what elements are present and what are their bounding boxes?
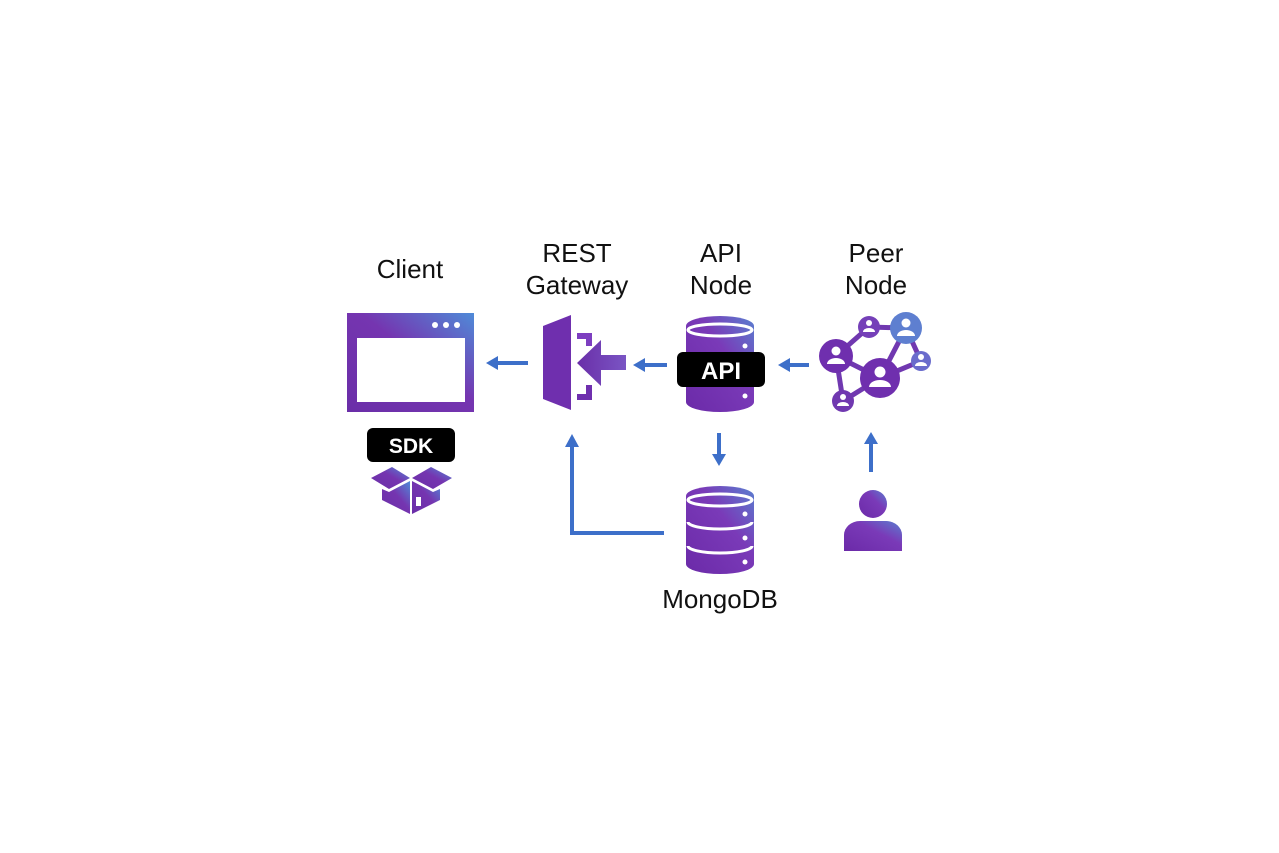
rest-gateway-node: REST Gateway	[526, 238, 629, 410]
peer-node: Peer Node	[819, 238, 931, 412]
arrow-mongodb-to-gateway	[565, 434, 664, 535]
sdk-badge-text: SDK	[389, 435, 433, 458]
rest-gateway-label-line1: REST	[542, 238, 611, 268]
api-node-label-line1: API	[700, 238, 742, 268]
peer-person-small-top	[858, 316, 880, 338]
api-badge-text: API	[701, 358, 741, 385]
mongodb-database-icon	[686, 486, 754, 574]
peer-person-small-bottom	[832, 390, 854, 412]
user-icon	[844, 490, 902, 551]
peer-person-small-right	[911, 351, 931, 371]
sdk-badge: SDK	[367, 428, 455, 462]
peer-person-large-center	[860, 358, 900, 398]
arrow-peer-to-api	[778, 358, 809, 372]
peer-person-large-top-right	[890, 312, 922, 344]
api-node-label-line2: Node	[690, 270, 752, 300]
arrow-api-to-mongodb	[712, 433, 726, 466]
arrow-user-to-peer	[864, 432, 878, 472]
browser-window-icon	[347, 313, 474, 412]
api-badge: API	[677, 352, 765, 387]
gateway-entry-icon	[543, 315, 626, 410]
peer-person-large-left	[819, 339, 853, 373]
rest-gateway-label-line2: Gateway	[526, 270, 629, 300]
peer-network-icon	[819, 312, 931, 412]
peer-node-label-line2: Node	[845, 270, 907, 300]
mongodb-label: MongoDB	[662, 584, 778, 614]
peer-node-label-line1: Peer	[849, 238, 904, 268]
arrow-gateway-to-client	[486, 356, 528, 370]
arrow-api-to-gateway	[633, 358, 667, 372]
package-box-icon	[371, 467, 452, 514]
client-node: Client SDK	[347, 254, 474, 514]
mongodb-node: MongoDB	[662, 486, 778, 614]
client-label: Client	[377, 254, 444, 284]
api-node: API Node API	[677, 238, 765, 412]
